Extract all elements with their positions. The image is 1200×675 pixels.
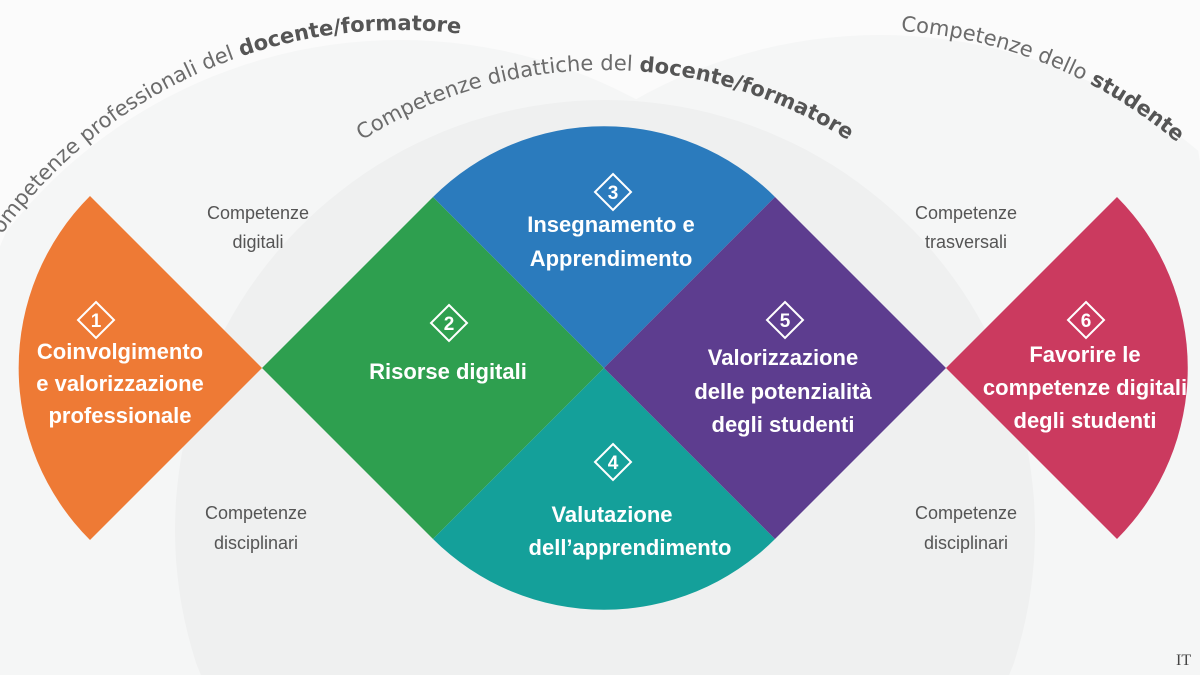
area-number: 1 [91,311,102,332]
area-5-shape [604,197,946,539]
area-1-title-line: Coinvolgimento [37,339,203,364]
diamond-icon [1066,300,1106,340]
diamond-icon [765,300,805,340]
area-4-title-line: dell’apprendimento [529,535,732,560]
area-6-number-badge: 6 [1066,300,1106,340]
side-label: trasversali [925,232,1007,252]
area-number: 2 [444,314,455,335]
area-3-number-badge: 3 [593,172,633,212]
side-label: disciplinari [214,533,298,553]
area-3-title-line: Apprendimento [530,246,693,271]
area-3-title-line: Insegnamento e [527,212,694,237]
area-number: 4 [608,453,619,474]
area-6-title-line: competenze digitali [983,375,1187,400]
area-1-title-line: e valorizzazione [36,371,204,396]
area-5-number-badge: 5 [765,300,805,340]
diamond-icon [76,300,116,340]
area-2-number-badge: 2 [429,303,469,343]
area-3-shape [433,126,775,369]
side-label: digitali [232,232,283,252]
area-5-title-line: delle potenzialità [694,379,872,404]
area-5-title-line: Valorizzazione [708,345,858,370]
side-label: disciplinari [924,533,1008,553]
side-label: Competenze [915,503,1017,523]
area-4-number-badge: 4 [593,442,633,482]
diamond-icon [429,303,469,343]
area-1-shape [18,196,263,540]
side-label: Competenze [205,503,307,523]
area-4-shape [433,368,775,610]
area-6-shape [946,197,1188,539]
area-6-title-line: Favorire le [1029,342,1140,367]
area-1-title-line: professionale [48,403,191,428]
side-label: Competenze [915,203,1017,223]
diamond-icon [593,442,633,482]
area-number: 3 [608,183,619,204]
side-label: Competenze [207,203,309,223]
area-5-title-line: degli studenti [712,412,855,437]
diamond-icon [593,172,633,212]
area-6-title-line: degli studenti [1014,408,1157,433]
area-number: 5 [780,311,791,332]
language-label: IT [1176,652,1191,669]
area-1-number-badge: 1 [76,300,116,340]
area-number: 6 [1081,311,1092,332]
area-4-title-line: Valutazione [551,502,672,527]
area-2-title-line: Risorse digitali [369,359,527,384]
